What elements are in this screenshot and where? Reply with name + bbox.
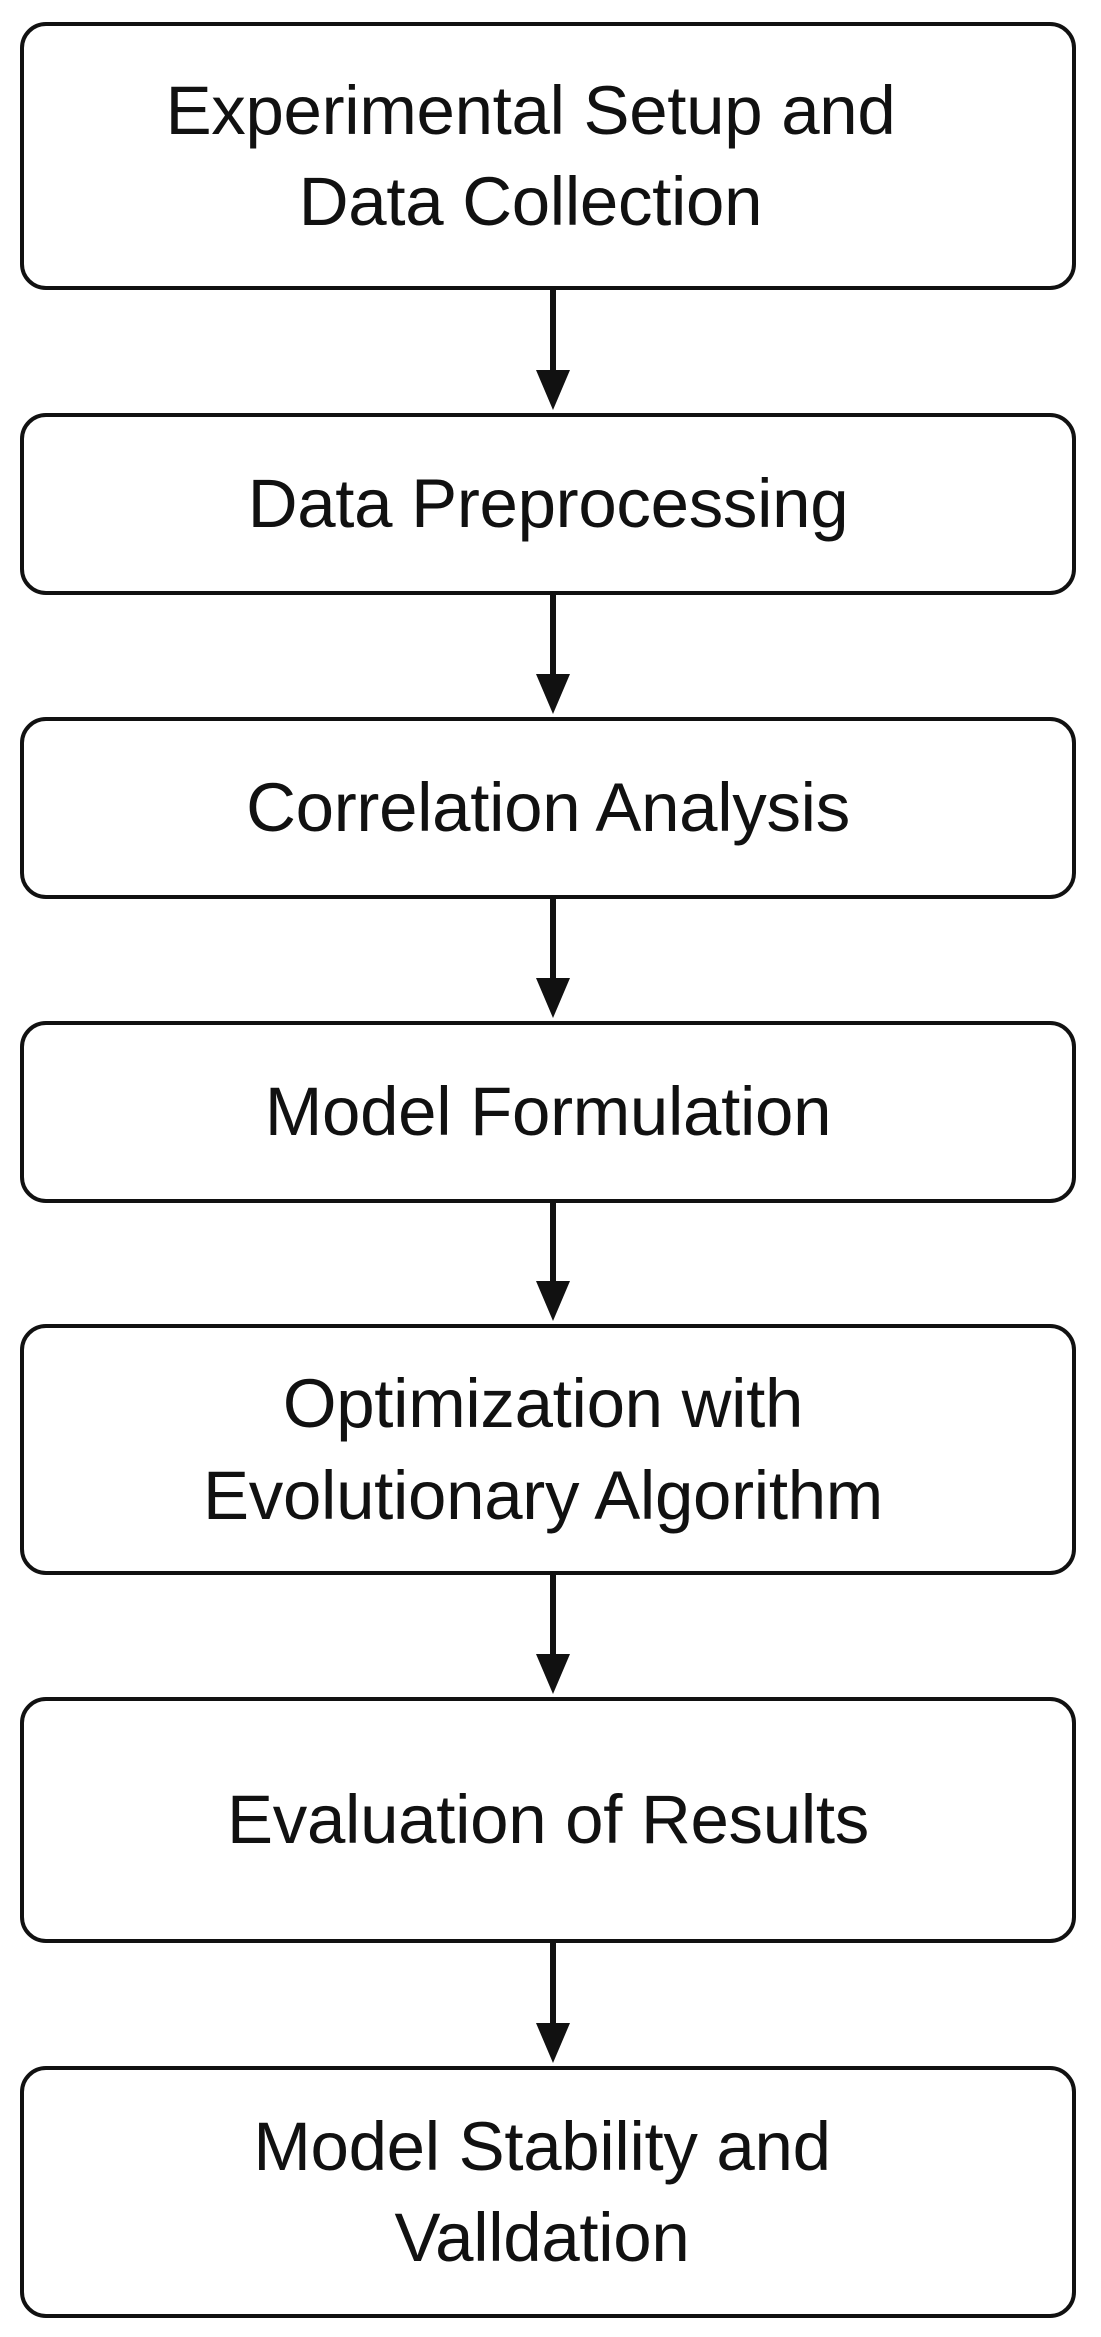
step-label: Experimental Setup and Data Collection: [165, 71, 896, 240]
step-data-preprocessing-box: Data Preprocessing: [20, 413, 1076, 595]
step-label: Data Preprocessing: [247, 465, 849, 543]
arrow-3-to-4: [536, 899, 570, 1018]
arrow-4-to-5: [536, 1203, 570, 1321]
step-experimental-setup-box: Experimental Setup and Data Collection: [20, 22, 1076, 290]
step-evaluation-box: Evaluation of Results: [20, 1697, 1076, 1943]
step-label: Evaluation of Results: [227, 1781, 869, 1859]
arrow-1-to-2: [536, 290, 570, 410]
arrow-5-to-6: [536, 1575, 570, 1694]
step-label: Model Stability and Valldation: [253, 2107, 831, 2276]
step-label: Optimization with Evolutionary Algorithm: [203, 1365, 883, 1534]
step-model-formulation-box: Model Formulation: [20, 1021, 1076, 1203]
step-label: Correlation Analysis: [246, 769, 850, 847]
arrow-2-to-3: [536, 595, 570, 714]
arrow-6-to-7: [536, 1943, 570, 2063]
step-model-stability-box: Model Stability and Valldation: [20, 2066, 1076, 2318]
step-label: Model Formulation: [264, 1073, 832, 1151]
step-correlation-analysis-box: Correlation Analysis: [20, 717, 1076, 899]
step-optimization-box: Optimization with Evolutionary Algorithm: [20, 1324, 1076, 1575]
